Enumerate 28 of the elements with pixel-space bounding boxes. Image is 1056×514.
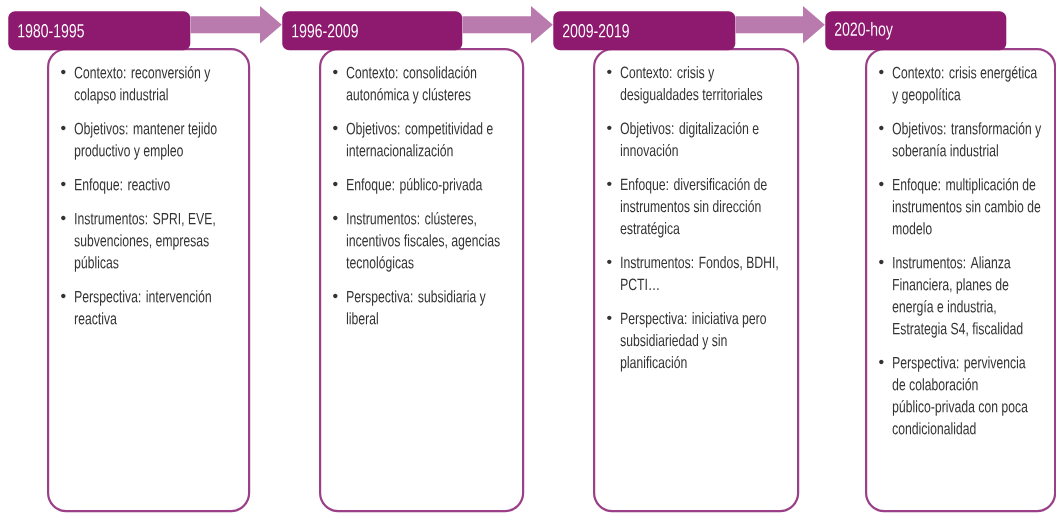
period-tab: 1996-2009 [282, 11, 463, 51]
content-box [47, 48, 251, 513]
bullet-item: Instrumentos: Alianza Financiera, planes de energía e industria, Estrategia S4, fiscalidad [879, 256, 1023, 338]
bullet-item: Perspectiva: intervención reactiva [61, 290, 211, 325]
bullet-item: Enfoque: multiplicación de instrumentos sin cambio de modelo [879, 178, 1041, 235]
bullet-item: Contexto: consolidación autonómica y clústeres [333, 66, 477, 104]
period-tab: 1980-1995 [8, 11, 191, 51]
bullet-item: Objetivos: digitalización e innovación [607, 121, 759, 157]
bullet-item: Enfoque: público-privada [333, 178, 483, 194]
content-box [319, 48, 525, 513]
period-tab: 2009-2019 [553, 11, 736, 51]
bullet-item: Objetivos: competitividad e internacionalización [333, 122, 493, 157]
bullet-item: Instrumentos: Fondos, BDHI, PCTI… [607, 256, 778, 291]
bullet-item: Contexto: crisis energética y geopolítica [879, 66, 1038, 104]
bullet-item: Instrumentos: clústeres, incentivos fiscales, agencias tecnológicas [333, 212, 500, 272]
bullet-item: Enfoque: diversificación de instrumentos sin dirección estratégica [607, 177, 767, 238]
bullet-item: Objetivos: mantener tejido productivo y empleo [61, 122, 217, 160]
bullet-item: Instrumentos: SPRI, EVE, subvenciones, empresas públicas [61, 212, 215, 272]
bullet-item: Objetivos: transformación y soberanía industrial [879, 122, 1042, 157]
bullet-item: Contexto: reconversión y colapso industrial [61, 66, 211, 104]
content-box [593, 48, 800, 513]
bullet-item: Perspectiva: pervivencia de colaboración público-privada con poca condicionalidad [879, 356, 1028, 435]
bullet-item: Perspectiva: subsidiaria y liberal [333, 290, 486, 325]
bullet-item: Enfoque: reactivo [61, 178, 170, 194]
bullet-item: Perspectiva: iniciativa pero subsidiariedad y sin planificación [607, 312, 766, 372]
content-box [865, 48, 1056, 513]
bullet-item: Contexto: crisis y desigualdades territoriales [607, 66, 763, 104]
period-tab: 2020-hoy [825, 11, 1007, 51]
